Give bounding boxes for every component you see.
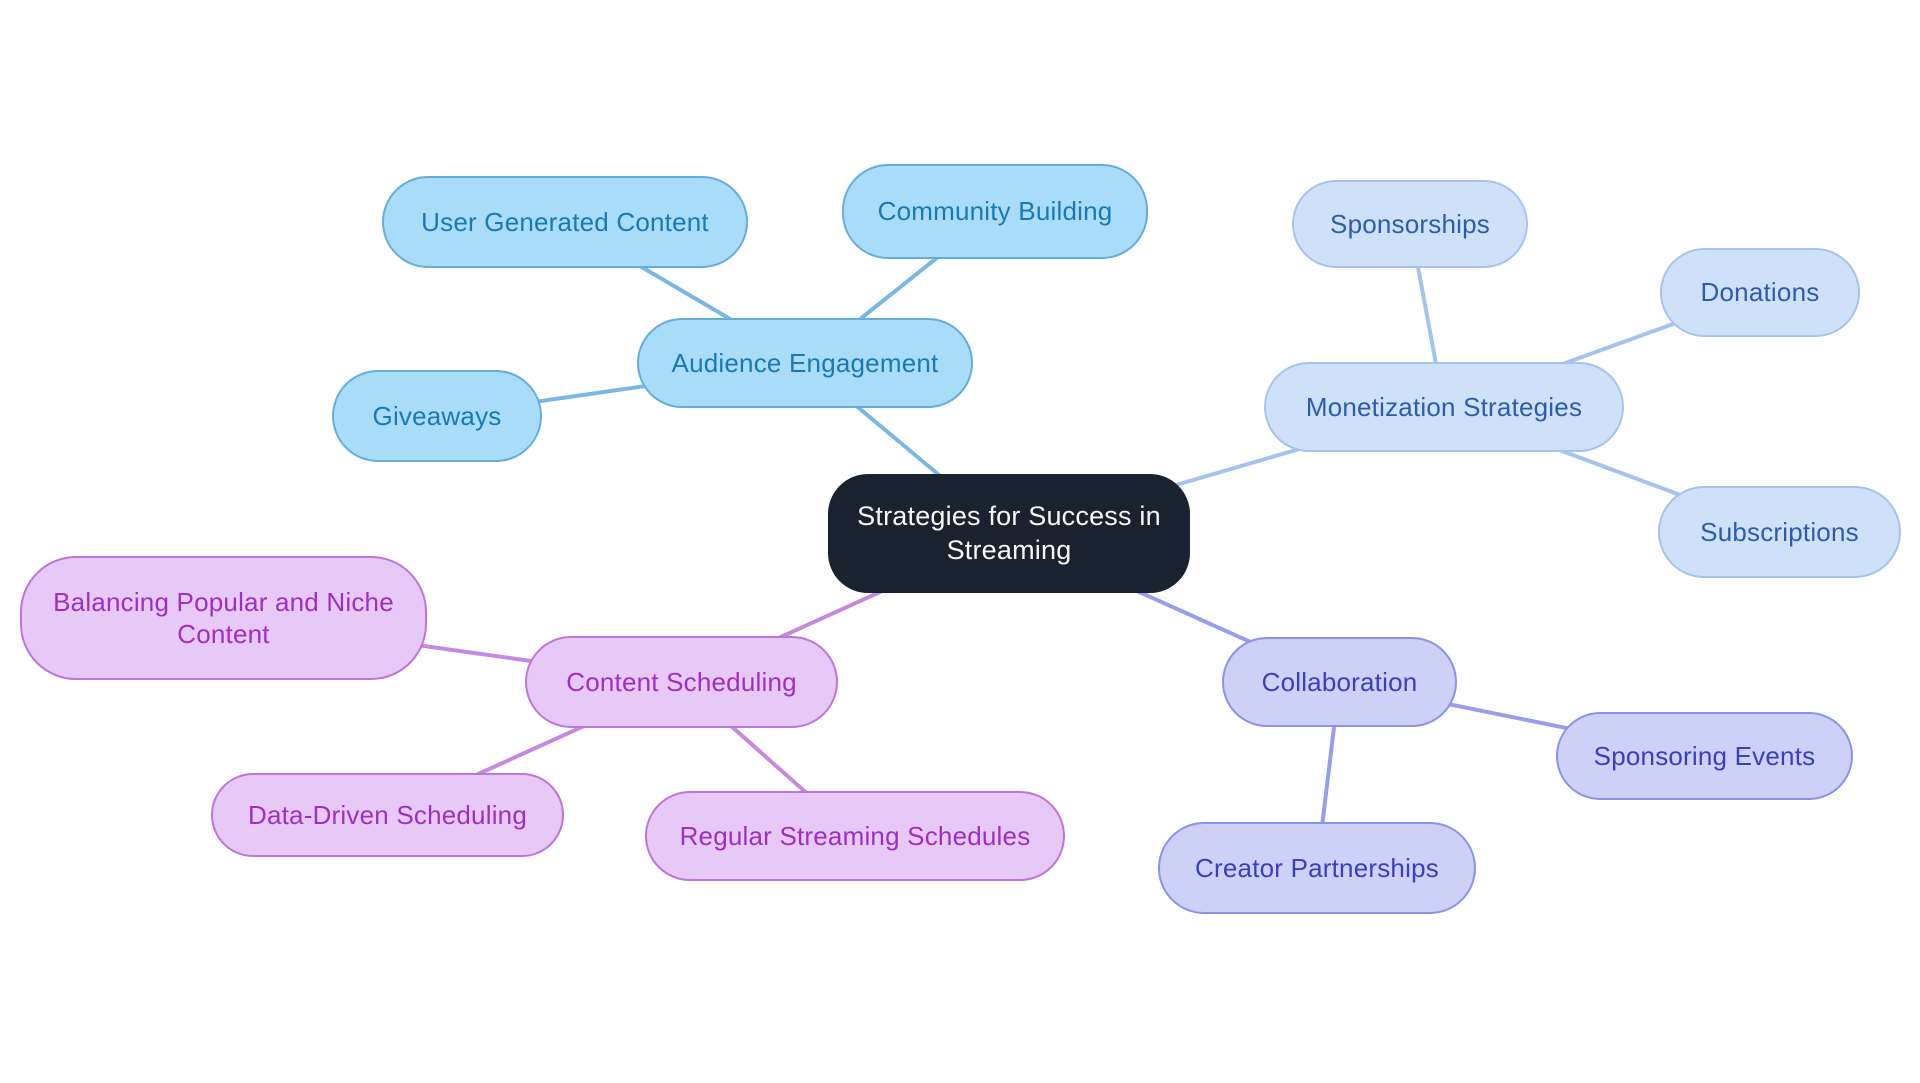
node-label: Balancing Popular and Niche Content (53, 586, 394, 650)
node-balancing-popular-and-niche-content[interactable]: Balancing Popular and Niche Content (20, 556, 427, 680)
node-label: Subscriptions (1700, 516, 1859, 547)
node-data-driven-scheduling[interactable]: Data-Driven Scheduling (211, 773, 564, 857)
node-label: Sponsoring Events (1593, 740, 1816, 771)
node-audience-engagement[interactable]: Audience Engagement (637, 318, 973, 408)
node-collaboration[interactable]: Collaboration (1222, 637, 1457, 727)
node-label: Content Scheduling (566, 666, 797, 697)
node-monetization-strategies[interactable]: Monetization Strategies (1264, 362, 1624, 452)
node-label: Donations (1700, 277, 1820, 308)
node-label: Collaboration (1261, 666, 1418, 697)
node-user-generated-content[interactable]: User Generated Content (382, 176, 748, 268)
node-label: Audience Engagement (671, 347, 939, 378)
node-content-scheduling[interactable]: Content Scheduling (525, 636, 838, 728)
node-giveaways[interactable]: Giveaways (332, 370, 542, 462)
node-label: Regular Streaming Schedules (679, 820, 1031, 851)
node-root-strategies-for-success-in-streaming[interactable]: Strategies for Success in Streaming (828, 474, 1190, 593)
node-sponsorships[interactable]: Sponsorships (1292, 180, 1528, 268)
node-sponsoring-events[interactable]: Sponsoring Events (1556, 712, 1853, 800)
node-label: Sponsorships (1330, 208, 1490, 239)
node-label: Strategies for Success in Streaming (857, 500, 1161, 565)
node-label: User Generated Content (421, 206, 709, 237)
node-label: Creator Partnerships (1195, 852, 1439, 883)
node-label: Data-Driven Scheduling (248, 799, 527, 830)
node-community-building[interactable]: Community Building (842, 164, 1148, 259)
node-subscriptions[interactable]: Subscriptions (1658, 486, 1901, 578)
node-label: Monetization Strategies (1305, 391, 1583, 422)
node-donations[interactable]: Donations (1660, 248, 1860, 337)
node-label: Giveaways (372, 400, 502, 431)
node-regular-streaming-schedules[interactable]: Regular Streaming Schedules (645, 791, 1065, 881)
node-label: Community Building (877, 196, 1113, 227)
node-creator-partnerships[interactable]: Creator Partnerships (1158, 822, 1476, 914)
